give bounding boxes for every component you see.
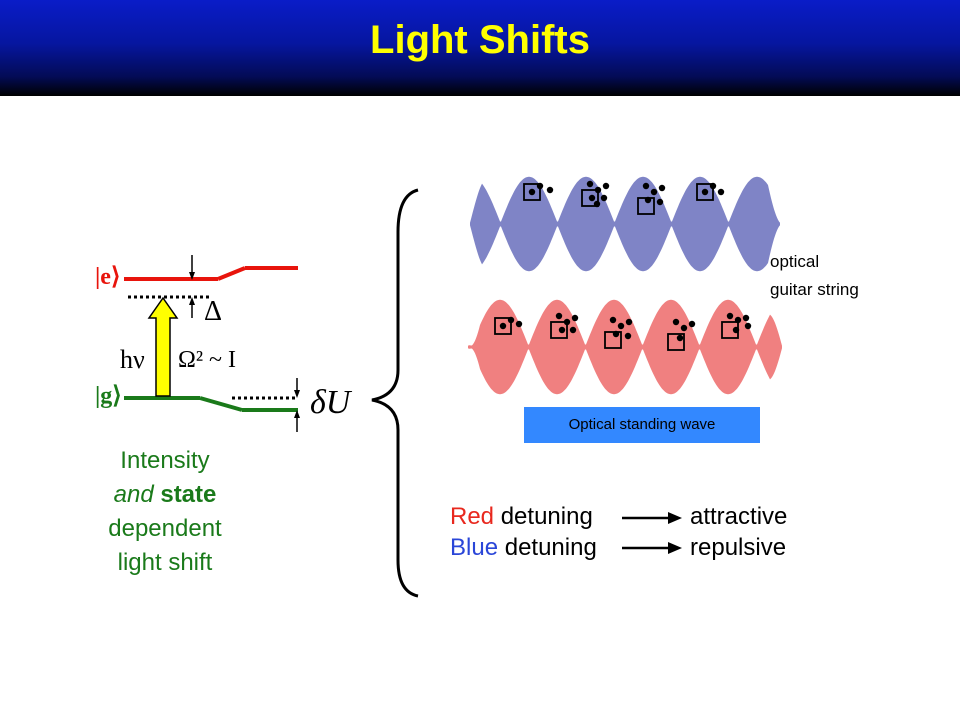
- excited-level-shift-line: [217, 266, 246, 281]
- atom-dot: [515, 320, 523, 328]
- atom-box: [581, 189, 599, 207]
- atom-dot: [612, 330, 620, 338]
- atom-dot: [680, 324, 688, 332]
- atom-dot: [676, 334, 684, 342]
- atom-dot: [571, 314, 579, 322]
- atom-dot: [656, 198, 664, 206]
- title-bar: [0, 0, 960, 96]
- atom-box: [494, 317, 512, 335]
- atom-dot: [588, 194, 596, 202]
- atom-dot: [726, 312, 734, 320]
- atom-dot: [536, 182, 544, 190]
- atom-dot: [658, 184, 666, 192]
- atom-dot: [709, 182, 717, 190]
- red-standing-wave: [468, 299, 782, 395]
- atom-dot: [507, 316, 515, 324]
- guitar-label-line-1: optical: [770, 252, 820, 271]
- atom-dot: [586, 180, 594, 188]
- atom-dot: [594, 186, 602, 194]
- atom-box: [523, 183, 541, 201]
- standing-wave-label: Optical standing wave: [568, 416, 716, 433]
- caption-line-2: and state: [80, 478, 250, 512]
- guitar-label-line-2: guitar string: [770, 280, 859, 299]
- red-detuning-word: detuning: [500, 503, 593, 530]
- atom-dot: [602, 182, 610, 190]
- light-shift-symbol: δU: [310, 384, 351, 421]
- atom-dot: [499, 322, 507, 330]
- blue-word: Blue: [450, 534, 499, 561]
- atom-dot: [701, 188, 709, 196]
- caption-line-4: light shift: [117, 549, 213, 576]
- blue-wave-atoms: [523, 180, 725, 215]
- atom-dot: [546, 186, 554, 194]
- rabi-intensity-label: Ω² ~ I: [178, 347, 237, 373]
- atom-box: [550, 321, 568, 339]
- atom-dot: [734, 316, 742, 324]
- atom-dot: [555, 312, 563, 320]
- caption-line-2-bold: state: [160, 481, 217, 508]
- red-detuning-label: Red detuning: [450, 503, 593, 531]
- atom-dot: [528, 188, 536, 196]
- red-wave-atoms: [494, 312, 752, 351]
- atom-dot: [644, 196, 652, 204]
- blue-standing-wave: [470, 176, 780, 272]
- caption: Intensity and state dependent light shif…: [80, 444, 250, 580]
- atom-dot: [625, 318, 633, 326]
- attractive-label: attractive: [690, 503, 788, 530]
- red-word: Red: [450, 503, 495, 530]
- slide-title: Light Shifts: [370, 18, 590, 62]
- atom-dot: [563, 318, 571, 326]
- brace: [371, 188, 419, 598]
- atom-box: [667, 333, 685, 351]
- atom-dot: [593, 200, 601, 208]
- caption-line-3: dependent: [108, 515, 222, 542]
- atom-box: [604, 331, 622, 349]
- atom-dot: [600, 194, 608, 202]
- atom-dot: [650, 188, 658, 196]
- atom-dot: [742, 314, 750, 322]
- atom-dot: [609, 316, 617, 324]
- atom-dot: [688, 320, 696, 328]
- atom-dot: [672, 318, 680, 326]
- atom-dot: [617, 322, 625, 330]
- standing-wave-label-box: [524, 407, 760, 443]
- atom-dot: [558, 326, 566, 334]
- caption-line-1: Intensity: [120, 447, 210, 474]
- atom-dot: [717, 188, 725, 196]
- atom-dot: [732, 326, 740, 334]
- blue-detuning-word: detuning: [504, 534, 597, 561]
- ground-state-label: |g⟩: [95, 383, 122, 409]
- repulsive-label: repulsive: [690, 534, 787, 561]
- ground-level-shift-line: [199, 396, 243, 412]
- blue-detuning-label: Blue detuning: [450, 534, 597, 562]
- photon-energy-label: hν: [120, 345, 145, 374]
- atom-dot: [744, 322, 752, 330]
- photon-arrow: [147, 296, 179, 397]
- excited-state-label: |e⟩: [95, 264, 121, 290]
- detuning-symbol: Δ: [204, 296, 223, 327]
- atom-dot: [569, 326, 577, 334]
- atom-box: [696, 183, 714, 201]
- atom-dot: [642, 182, 650, 190]
- caption-line-2-italic: and: [113, 481, 154, 508]
- atom-dot: [624, 332, 632, 340]
